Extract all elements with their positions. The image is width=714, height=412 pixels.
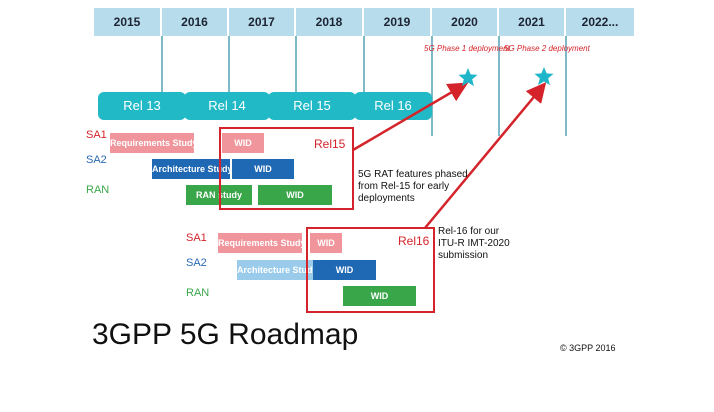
- rel15-note-line: deployments: [358, 193, 415, 204]
- rel15-row-sa2: SA2: [86, 154, 107, 166]
- rel16-note-line: ITU-R IMT-2020: [438, 238, 510, 249]
- year-2016: 2016: [162, 8, 229, 36]
- milestone-phase2-label: 5G Phase 2 deployment: [504, 44, 590, 53]
- rel16-sa1-wid: WID: [310, 233, 342, 253]
- rel15-note-line: from Rel-15 for early: [358, 181, 450, 192]
- release-rel15: Rel 15: [268, 92, 356, 120]
- rel15-sa1-requirements-study: Requirements Study: [110, 133, 198, 153]
- rel16-note-line: Rel-16 for our: [438, 226, 500, 237]
- milestone-phase1-label: 5G Phase 1 deployment: [424, 44, 510, 53]
- rel16-note: Rel-16 for our ITU-R IMT-2020 submission: [438, 226, 510, 262]
- year-divider: [363, 36, 365, 92]
- milestone-phase2-star-icon: [534, 67, 554, 86]
- release-rel13: Rel 13: [98, 92, 186, 120]
- year-divider: [565, 36, 567, 136]
- rel16-sa2-architecture-study: Architecture Study: [237, 260, 318, 280]
- rel16-frame: [306, 227, 435, 313]
- rel16-ran-wid: WID: [343, 286, 416, 306]
- year-divider: [431, 36, 433, 136]
- rel16-note-line: submission: [438, 250, 489, 261]
- rel15-note-line: 5G RAT features phased: [358, 169, 468, 180]
- slide-title: 3GPP 5G Roadmap: [92, 318, 359, 351]
- rel15-frame: [219, 127, 354, 210]
- rel16-row-sa1: SA1: [186, 232, 207, 244]
- year-divider: [228, 36, 230, 92]
- release-rel16: Rel 16: [354, 92, 432, 120]
- rel16-sa2-wid: WID: [313, 260, 376, 280]
- rel15-sa2-architecture-study: Architecture Study: [152, 159, 233, 179]
- rel15-row-ran: RAN: [86, 184, 110, 196]
- rel15-frame-label: Rel15: [314, 137, 346, 151]
- milestone-phase1-star-icon: [458, 68, 478, 87]
- copyright-text: © 3GPP 2016: [560, 343, 616, 353]
- rel16-row-sa2: SA2: [186, 257, 207, 269]
- year-2017: 2017: [229, 8, 296, 36]
- rel15-note: 5G RAT features phased from Rel-15 for e…: [358, 169, 468, 205]
- year-2018: 2018: [296, 8, 364, 36]
- rel15-sa2-wid: WID: [232, 159, 294, 179]
- rel15-row-sa1: SA1: [86, 129, 107, 141]
- year-divider: [161, 36, 163, 92]
- arrow-rel16-to-phase2: [424, 82, 547, 229]
- rel16-sa1-requirements-study: Requirements Study: [218, 233, 306, 253]
- year-divider: [295, 36, 297, 92]
- year-2015: 2015: [94, 8, 162, 36]
- year-2019: 2019: [364, 8, 432, 36]
- rel15-ran-wid: WID: [258, 185, 332, 205]
- rel16-frame-label: Rel16: [398, 234, 430, 248]
- year-2020: 2020: [432, 8, 499, 36]
- year-2022: 2022...: [566, 8, 634, 36]
- year-divider: [498, 36, 500, 136]
- rel16-row-ran: RAN: [186, 287, 210, 299]
- rel15-sa1-wid: WID: [222, 133, 264, 153]
- year-2021: 2021: [499, 8, 566, 36]
- arrow-rel15-to-phase1: [352, 82, 469, 152]
- release-rel14: Rel 14: [184, 92, 270, 120]
